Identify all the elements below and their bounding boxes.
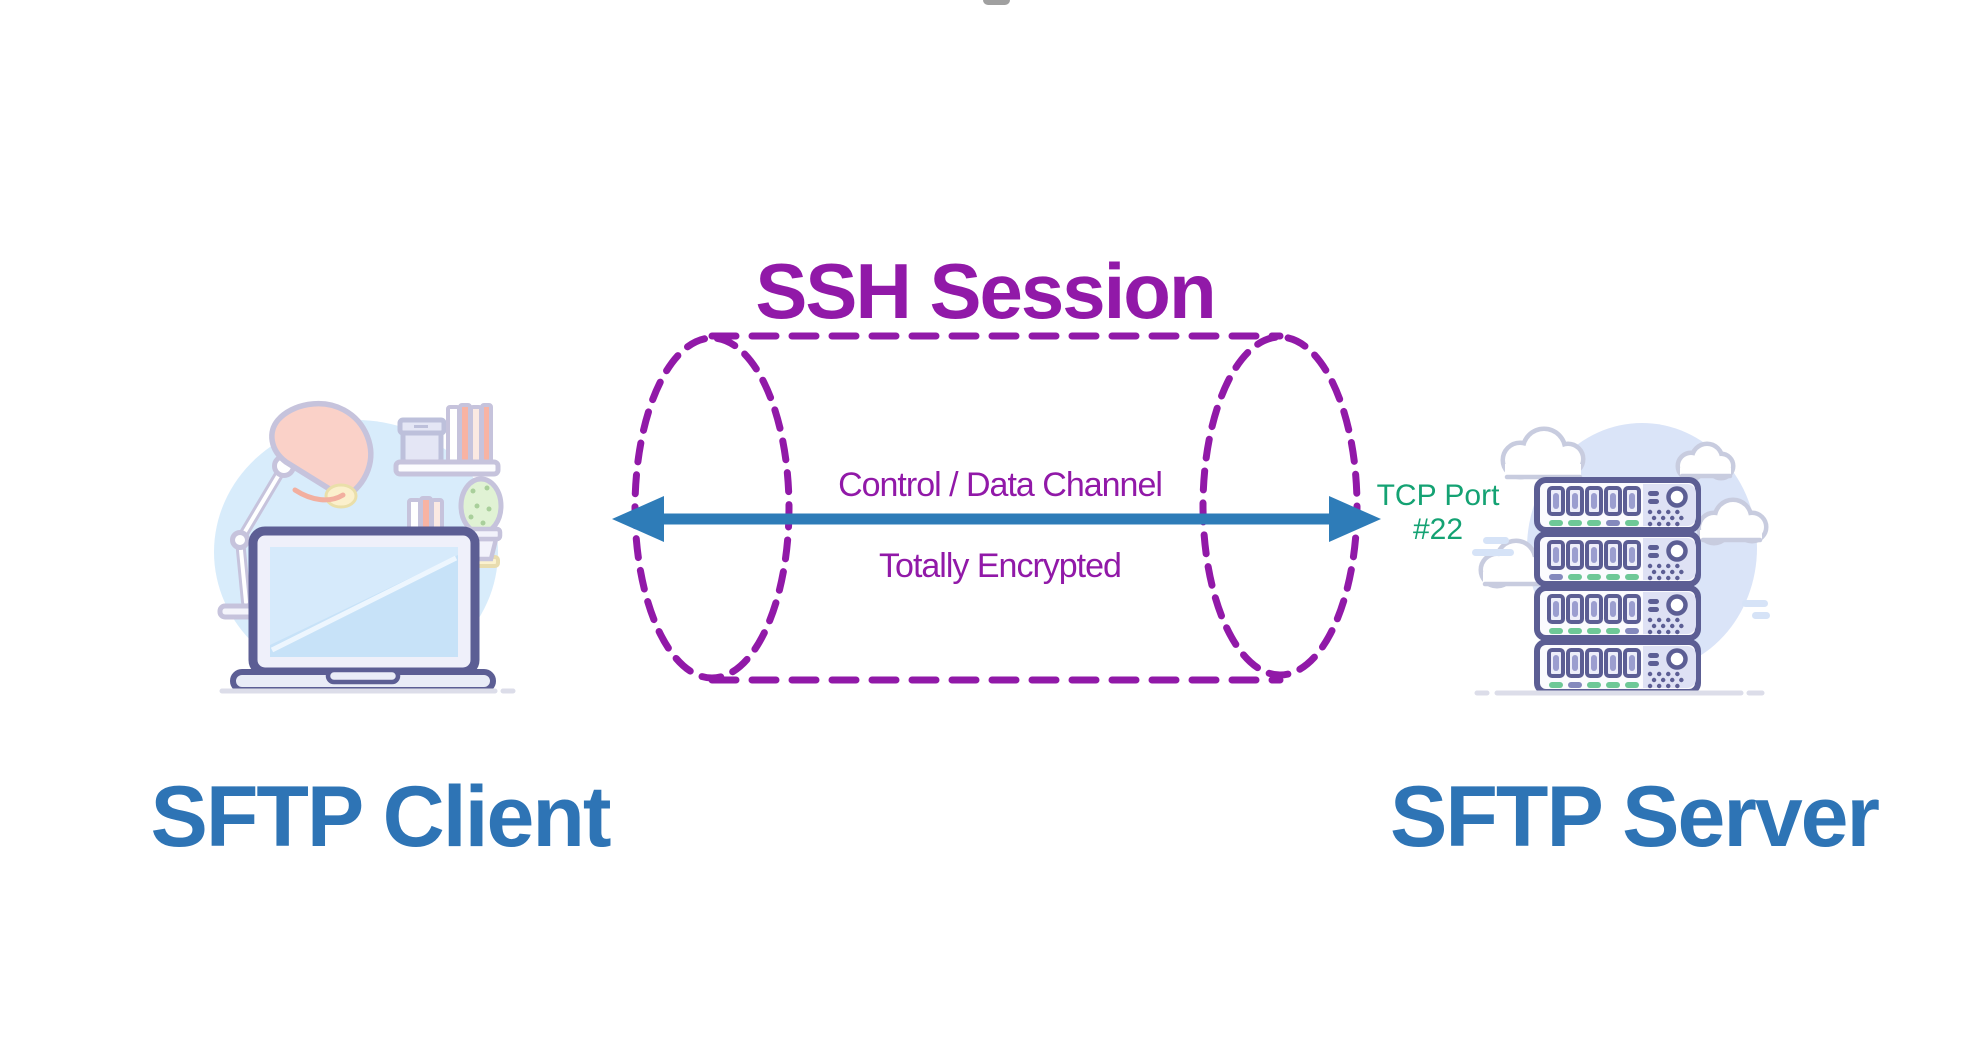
drive-slot-bar: [1610, 655, 1616, 671]
status-indicator-green: [1568, 520, 1582, 526]
drive-slot-bar: [1629, 547, 1635, 563]
server-unit: [1534, 585, 1701, 641]
drive-slot-bar: [1553, 493, 1559, 509]
screen-glare: [270, 555, 458, 653]
status-indicator-green: [1568, 574, 1582, 580]
top-edge-artifact: [983, 0, 1010, 5]
drive-slot-bar: [1553, 601, 1559, 617]
drive-slot-bar: [1610, 601, 1616, 617]
ssh-session-title: SSH Session: [755, 247, 1216, 335]
status-indicator-green: [1625, 682, 1639, 688]
laptop-base-notch: [325, 667, 401, 685]
client-label: SFTP Client: [150, 769, 611, 865]
tcp-port-line2: #22: [1412, 512, 1464, 546]
status-indicator-green: [1587, 682, 1601, 688]
status-indicator-green: [1587, 628, 1601, 634]
book: [469, 405, 483, 464]
tunnel-left-ellipse: [631, 334, 793, 682]
status-indicator-green: [1549, 682, 1563, 688]
status-indicator-green: [1606, 574, 1620, 580]
status-indicator-green: [1549, 520, 1563, 526]
status-indicator-green: [1625, 520, 1639, 526]
panel-dash: [1648, 599, 1659, 604]
drive-slot-bar: [1572, 493, 1578, 509]
status-indicator-purple: [1625, 628, 1639, 634]
drive-slot-bar: [1553, 547, 1559, 563]
book: [407, 498, 422, 532]
tcp-port-label: TCP Port #22: [1377, 479, 1500, 546]
panel-knob: [1666, 648, 1688, 670]
arrow-head-left: [612, 496, 664, 542]
drive-slot-bar: [1629, 601, 1635, 617]
book: [480, 403, 493, 464]
tcp-port-line1: TCP Port: [1376, 479, 1500, 512]
status-indicator-purple: [1606, 520, 1620, 526]
dashed-cylinder-tunnel-icon: [631, 332, 1361, 684]
book: [430, 498, 444, 532]
speed-dashes: [1472, 537, 1770, 619]
panel-dash: [1648, 607, 1659, 612]
encryption-label: Totally Encrypted: [879, 547, 1122, 585]
status-indicator-green: [1587, 574, 1601, 580]
wall-shelf-icon: [393, 403, 501, 477]
status-indicator-purple: [1549, 574, 1563, 580]
status-indicator-green: [1568, 628, 1582, 634]
bidirectional-arrow-icon: [612, 496, 1381, 542]
cloud-icon: [1675, 441, 1736, 482]
server-unit: [1534, 639, 1701, 695]
server-unit: [1534, 531, 1701, 587]
drive-slot-bar: [1591, 655, 1597, 671]
drive-slot-bar: [1553, 655, 1559, 671]
panel-knob: [1666, 540, 1688, 562]
drive-slot-bar: [1572, 601, 1578, 617]
drive-slot-bar: [1629, 655, 1635, 671]
tunnel-right-ellipse: [1199, 333, 1361, 679]
panel-dash: [1648, 653, 1659, 658]
drive-slot-bar: [1629, 493, 1635, 509]
arrow-head-right: [1329, 496, 1381, 542]
server-unit: [1534, 477, 1701, 533]
book: [419, 496, 433, 532]
cloud-icon: [1500, 426, 1586, 480]
panel-knob: [1666, 594, 1688, 616]
drive-slot-bar: [1591, 493, 1597, 509]
status-indicator-green: [1587, 520, 1601, 526]
status-indicator-green: [1549, 628, 1563, 634]
panel-dash: [1648, 545, 1659, 550]
server-rack-illustration: [1472, 423, 1770, 696]
drive-slot-bar: [1572, 547, 1578, 563]
server-label: SFTP Server: [1390, 769, 1880, 865]
shelf-board: [393, 459, 501, 477]
panel-dash: [1648, 661, 1659, 666]
panel-dash: [1648, 499, 1659, 504]
status-indicator-green: [1606, 628, 1620, 634]
channel-label: Control / Data Channel: [838, 466, 1163, 504]
panel-knob: [1666, 486, 1688, 508]
laptop-icon: [230, 526, 496, 693]
drive-slot-bar: [1591, 601, 1597, 617]
drive-slot-bar: [1610, 547, 1616, 563]
drive-slot-bar: [1572, 655, 1578, 671]
book: [458, 403, 472, 464]
status-indicator-green: [1625, 574, 1639, 580]
drive-slot-bar: [1610, 493, 1616, 509]
drive-slot-bar: [1591, 547, 1597, 563]
cloud-icon: [1696, 497, 1769, 546]
server-rack-units: [1534, 477, 1701, 695]
panel-dash: [1648, 553, 1659, 558]
laptop-desk-illustration: [214, 400, 516, 694]
panel-dash: [1648, 491, 1659, 496]
status-indicator-green: [1606, 682, 1620, 688]
screen-highlight: [270, 547, 458, 645]
book: [446, 405, 461, 464]
status-indicator-purple: [1568, 682, 1582, 688]
